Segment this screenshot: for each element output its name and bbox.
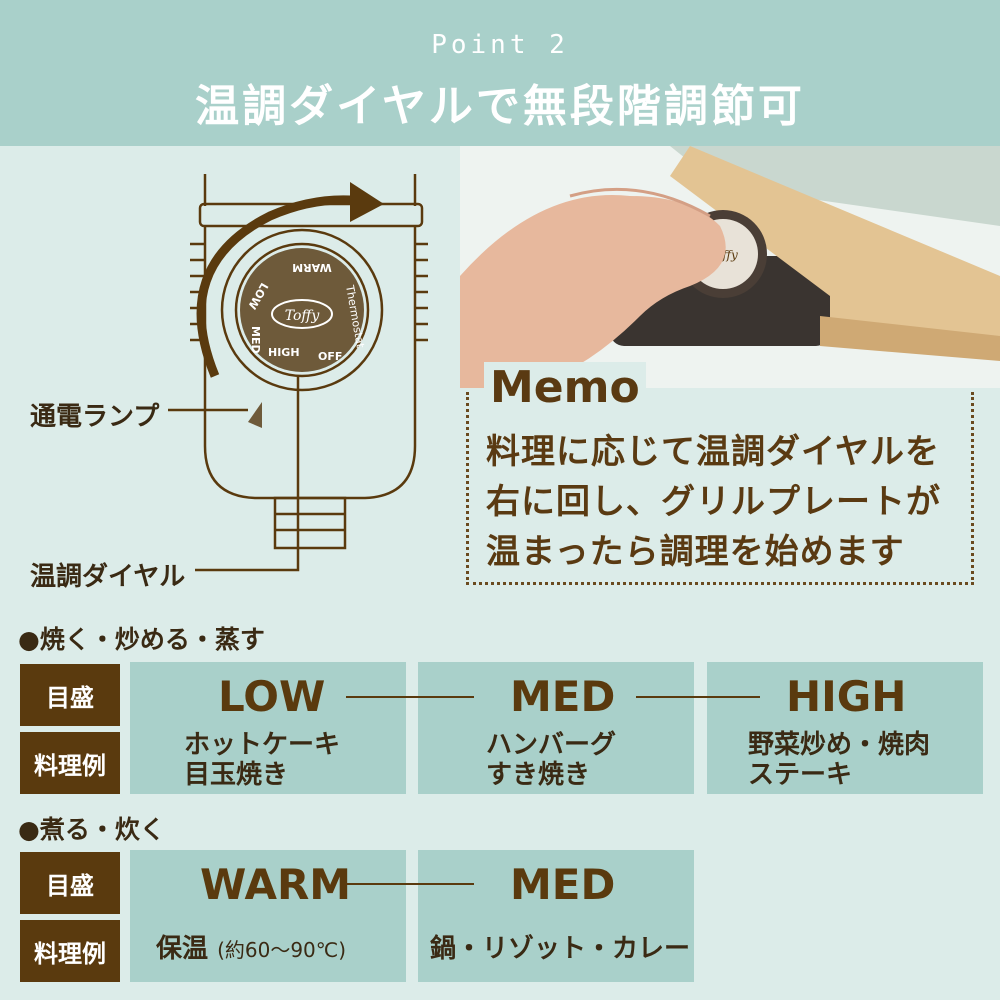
- dish-warm: 保温 (約60〜90℃): [156, 934, 347, 964]
- point-label: Point 2: [431, 30, 569, 60]
- svg-text:OFF: OFF: [318, 350, 342, 363]
- memo-line-3: 温まったら調理を始めます: [486, 532, 905, 572]
- section1-heading: ●焼く・炒める・蒸す: [18, 625, 265, 654]
- rotate-arrow-head: [350, 182, 384, 222]
- table-cell-med2: [418, 850, 694, 982]
- dish-high-2: ステーキ: [748, 760, 853, 790]
- section2-example-label: 料理例: [20, 920, 120, 982]
- section1-scale-label: 目盛: [20, 664, 120, 726]
- section2-scale-label: 目盛: [20, 852, 120, 914]
- hand-dial-photo: Toffy: [460, 146, 1000, 388]
- dish-low-2: 目玉焼き: [184, 760, 289, 790]
- dial-knob: [240, 248, 364, 372]
- section2-heading: ●煮る・炊く: [18, 815, 165, 844]
- dial-brand: Toffy: [285, 308, 321, 324]
- svg-text:HIGH: HIGH: [268, 346, 300, 359]
- header-banner: Point 2 温調ダイヤルで無段階調節可: [0, 0, 1000, 146]
- device-illustration: Toffy WARM LOW MED HIGH OFF Thermostat: [168, 174, 428, 572]
- dish-warm-note: (約60〜90℃): [217, 938, 347, 962]
- power-lamp: [248, 402, 262, 428]
- memo-title: Memo: [484, 362, 646, 413]
- connector-line: [346, 696, 474, 698]
- memo-line-2: 右に回し、グリルプレートが: [486, 482, 941, 522]
- connector-line: [346, 883, 474, 885]
- lamp-label: 通電ランプ: [30, 402, 160, 432]
- table-cell-high: [707, 662, 983, 794]
- level-warm: WARM: [200, 860, 352, 909]
- wooden-handle: [670, 146, 1000, 356]
- level-low: LOW: [218, 672, 326, 721]
- table-cell-low: [130, 662, 406, 794]
- device-diagram: Toffy WARM LOW MED HIGH OFF Thermostat 通…: [0, 146, 460, 600]
- memo-line-1: 料理に応じて温調ダイヤルを: [486, 432, 940, 472]
- table-cell-med: [418, 662, 694, 794]
- dish-med-2: すき焼き: [486, 760, 591, 790]
- page-title: 温調ダイヤルで無段階調節可: [195, 81, 805, 132]
- dish-med2: 鍋・リゾット・カレー: [430, 934, 691, 964]
- dish-low-1: ホットケーキ: [184, 730, 341, 760]
- svg-text:MED: MED: [249, 326, 262, 354]
- dish-high-1: 野菜炒め・焼肉: [748, 730, 931, 760]
- dial-label: 温調ダイヤル: [30, 562, 186, 592]
- hand: [460, 195, 726, 388]
- level-med2: MED: [510, 860, 616, 909]
- connector-line: [636, 696, 760, 698]
- level-med: MED: [510, 672, 616, 721]
- level-high: HIGH: [786, 672, 907, 721]
- svg-text:WARM: WARM: [292, 261, 332, 274]
- memo-box: [466, 392, 974, 585]
- section1-example-label: 料理例: [20, 732, 120, 794]
- table-cell-warm: [130, 850, 406, 982]
- dish-med-1: ハンバーグ: [486, 730, 617, 760]
